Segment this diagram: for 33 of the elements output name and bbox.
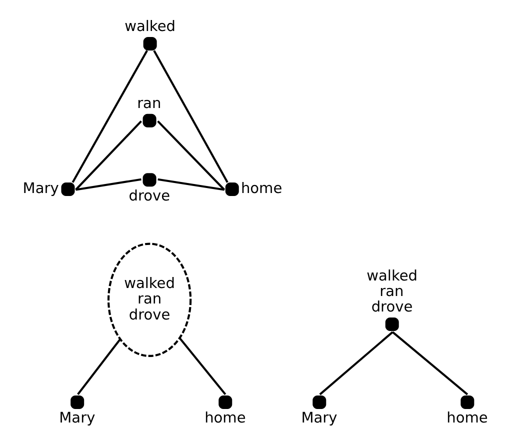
- node-label: Mary: [22, 181, 59, 198]
- node-label: home: [240, 181, 282, 198]
- connector: [77, 338, 121, 396]
- node-label: Mary: [59, 410, 96, 427]
- connector: [72, 50, 148, 183]
- connector: [153, 50, 228, 183]
- node-circle: [225, 182, 239, 196]
- node-circle: [218, 395, 232, 409]
- connector: [157, 120, 226, 190]
- node-circle: [70, 395, 84, 409]
- node-circle: [61, 182, 75, 196]
- connector: [178, 337, 226, 396]
- node-circle: [460, 395, 474, 409]
- node-label: walked: [124, 19, 176, 36]
- node-label: walked: [366, 268, 418, 284]
- node-circle: [385, 318, 399, 332]
- node-label: drove: [371, 300, 413, 316]
- node-label: home: [446, 410, 488, 427]
- node-label: ran: [137, 96, 162, 112]
- node-label: ran: [380, 284, 404, 300]
- connector: [158, 178, 224, 191]
- node-label: drove: [128, 188, 170, 204]
- connector: [392, 331, 468, 396]
- node-label: Mary: [301, 410, 338, 427]
- connector: [75, 120, 142, 190]
- node-circle: [143, 37, 157, 51]
- node-label: home: [204, 410, 246, 427]
- node-ellipse: walked ran drove: [107, 242, 192, 358]
- node-circle: [142, 114, 156, 128]
- node-circle: [142, 173, 156, 187]
- connector: [76, 178, 142, 191]
- connector: [319, 331, 394, 396]
- node-circle: [312, 395, 326, 409]
